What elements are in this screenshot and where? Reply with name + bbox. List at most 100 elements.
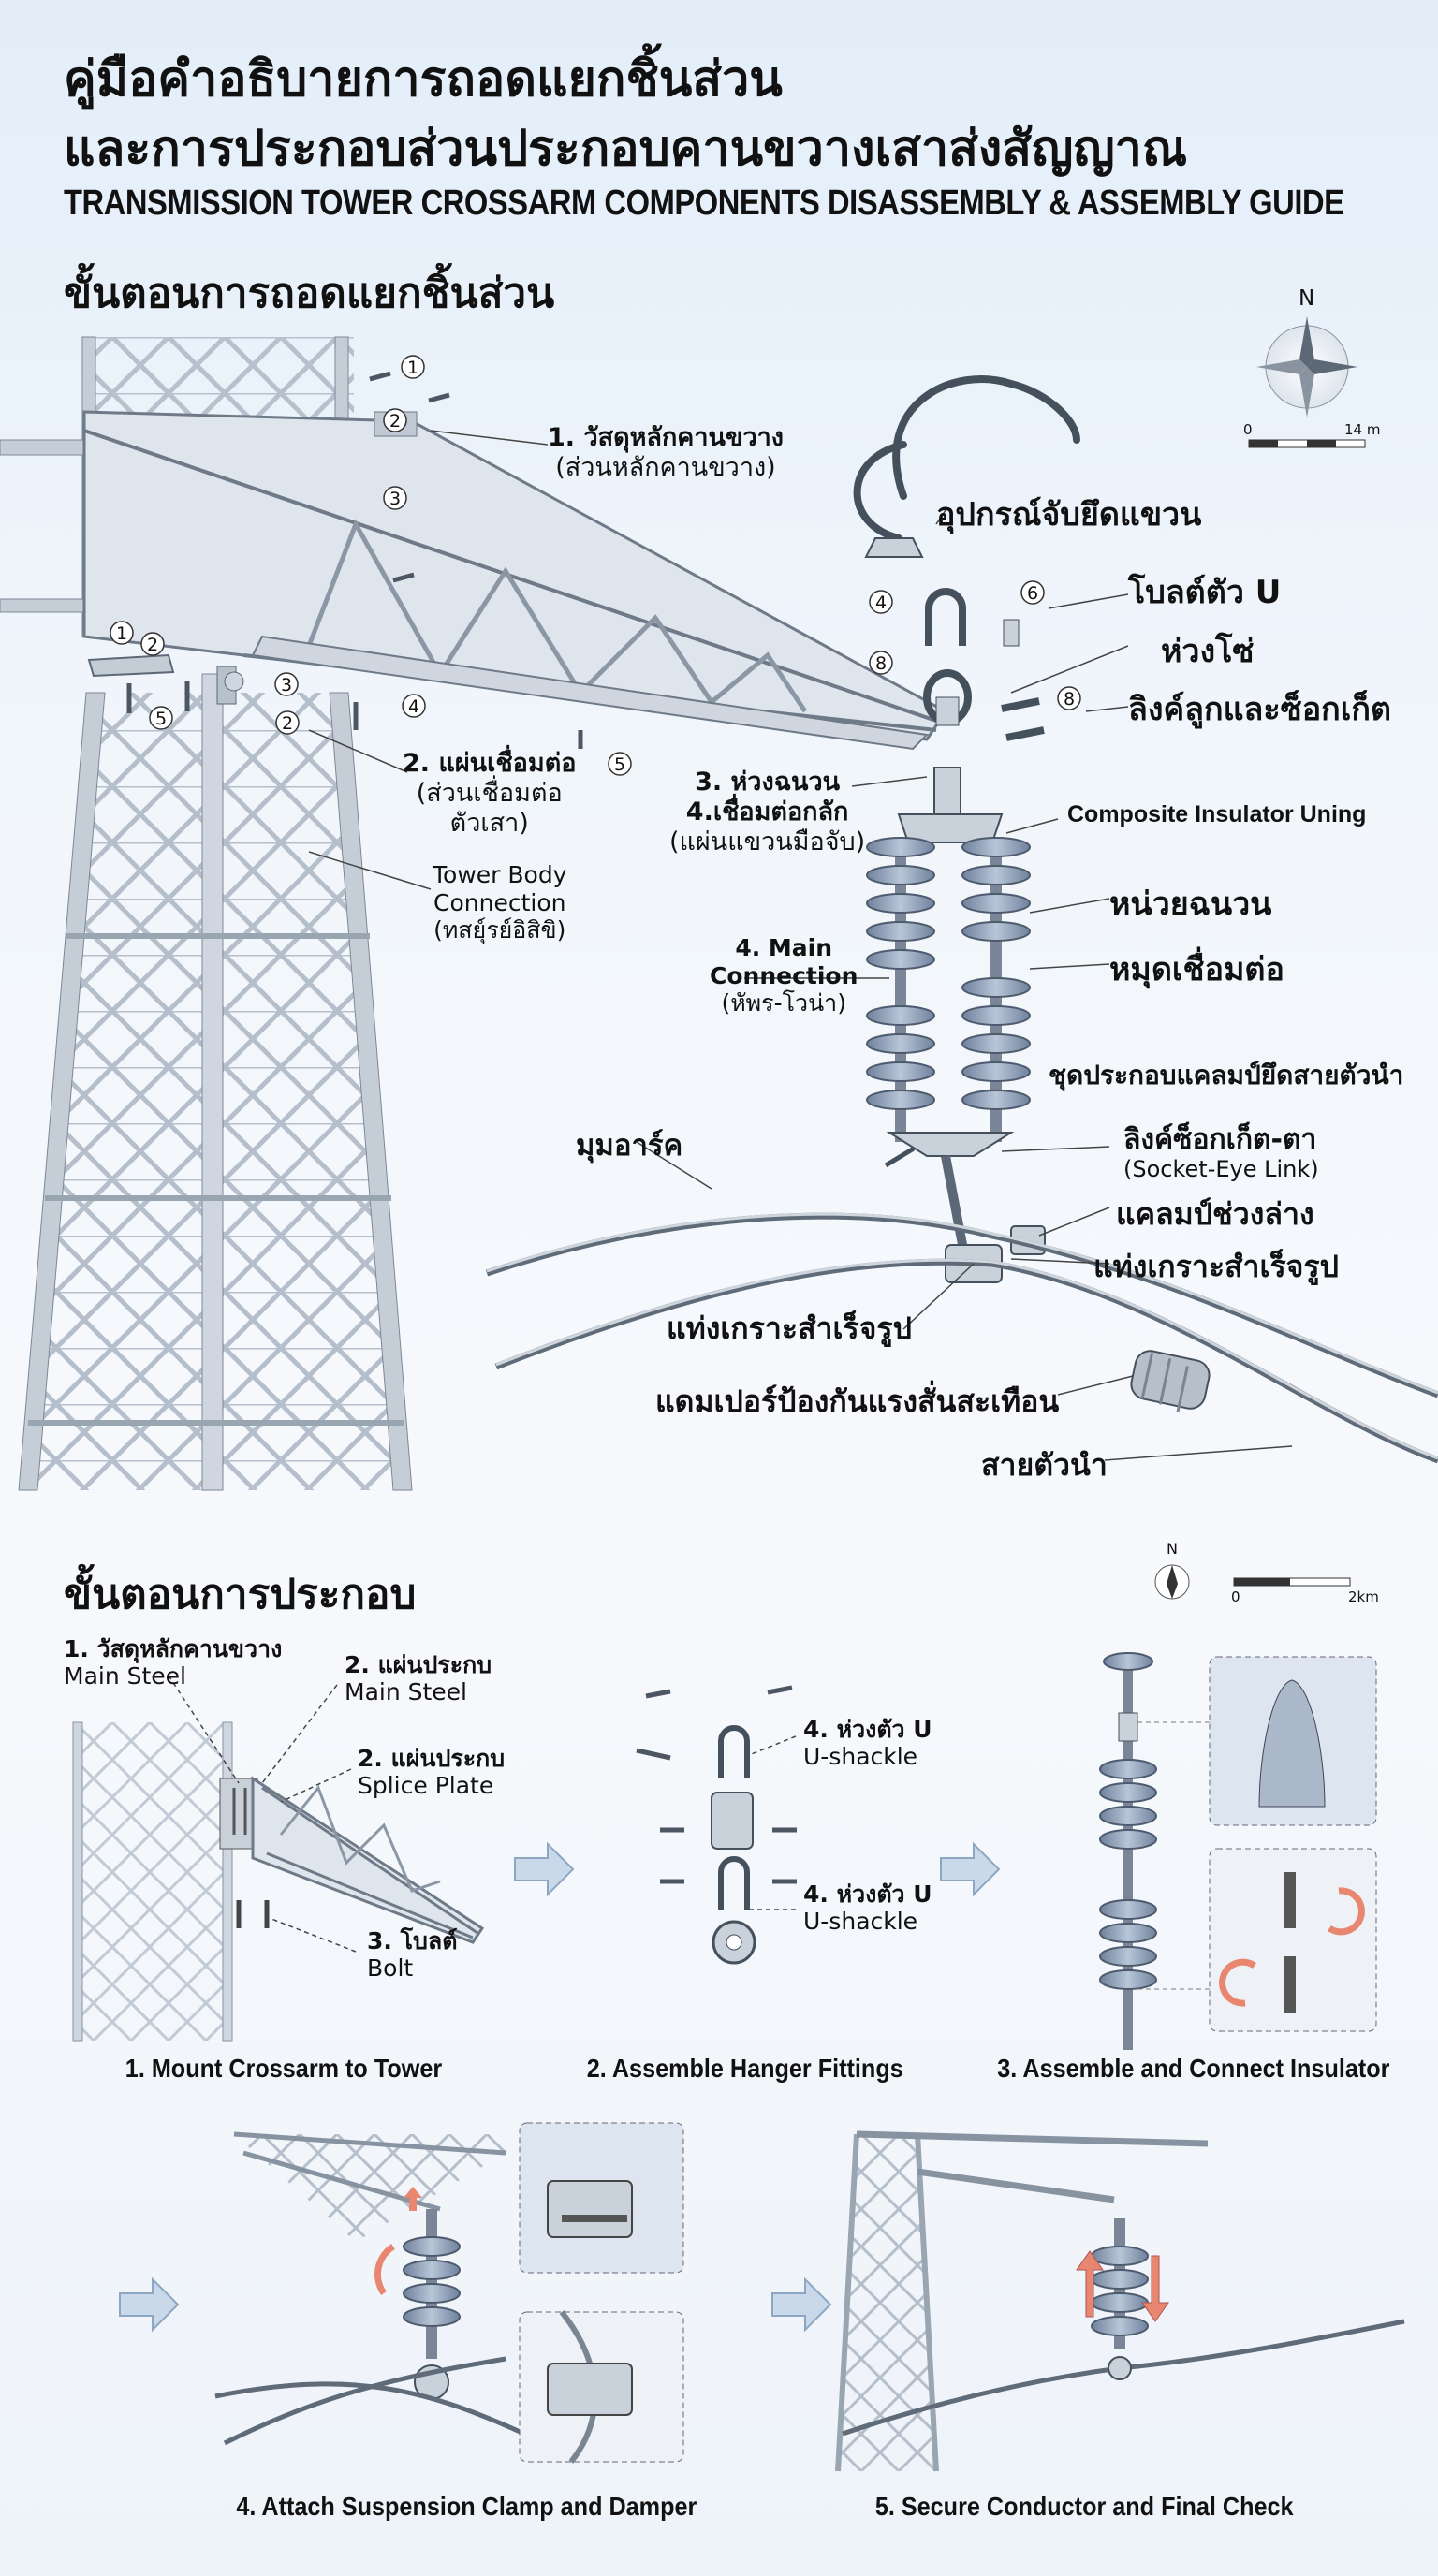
socket-eye-link xyxy=(941,1155,969,1255)
label-tower-body-1: Tower Body xyxy=(433,861,567,888)
label-damper: แดมเปอร์ป้องกันแรงสั่นสะเทือน xyxy=(655,1383,1060,1419)
step1-main-steel-en: Main Steel xyxy=(64,1661,187,1690)
step1-main-steel: 1. วัสดุหลักคานขวาง Main Steel xyxy=(64,1635,283,1690)
flow-arrows xyxy=(119,1841,1001,2333)
compass-n-label: N xyxy=(1299,286,1315,311)
caption-step4: 4. Attach Suspension Clamp and Damper xyxy=(236,2492,697,2521)
step2-ushackle-2: 4. ห่วงตัว U U-shackle xyxy=(803,1881,932,1936)
assembly-compass-n: N xyxy=(1167,1540,1178,1558)
step5-illustration xyxy=(835,2130,1405,2472)
u-bolt xyxy=(925,588,966,646)
step1-bolt-th: 3. โบลต์ xyxy=(367,1927,458,1954)
label-socket-eye-en: (Socket-Eye Link) xyxy=(1123,1156,1319,1183)
label-main-crossarm-text: 1. วัสดุหลักคานขวาง xyxy=(548,423,784,452)
label-preformed-rod-right: แท่งเกราะสำเร็จรูป xyxy=(1093,1249,1339,1284)
label-chain-link: ห่วงโซ่ xyxy=(1161,633,1255,670)
connection-plate xyxy=(87,371,583,749)
callout-4b: 4 xyxy=(875,593,887,613)
step1-main-steel-th: 1. วัสดุหลักคานขวาง xyxy=(64,1635,283,1662)
label-main-crossarm-sub: (ส่วนหลักคานขวาง) xyxy=(555,452,776,482)
step1-splice: 2. แผ่นประกบ Splice Plate xyxy=(358,1745,506,1800)
label-main-connection-1: 4. Main xyxy=(735,934,833,961)
label-ring-3: 3. ห่วงฉนวน xyxy=(695,768,841,797)
label-main-crossarm: 1. วัสดุหลักคานขวาง (ส่วนหลักคานขวาง) xyxy=(548,423,784,483)
callout-8: 8 xyxy=(875,653,887,674)
label-main-connection-2: Connection xyxy=(710,961,858,989)
vibration-damper xyxy=(1130,1350,1211,1412)
step3-illustration xyxy=(1099,1652,1377,2050)
label-socket-eye: ลิงค์ซ็อกเก็ต-ตา (Socket-Eye Link) xyxy=(1123,1123,1319,1183)
chain-shackle xyxy=(923,669,1045,741)
lower-yoke xyxy=(886,1132,1015,1157)
assembly-scale-start: 0 xyxy=(1231,1588,1240,1605)
step1-splice-th: 2. แผ่นประกบ xyxy=(358,1745,506,1772)
label-lower-clamp: แคลมป์ช่วงล่าง xyxy=(1116,1196,1314,1232)
step2-ushackle-2-en: U-shackle xyxy=(803,1907,918,1935)
label-connection-plate-sub1: (ส่วนเชื่อมต่อ xyxy=(416,778,563,808)
label-main-connection-3: (หัพร-โวน่า) xyxy=(721,989,846,1017)
callout-2: 2 xyxy=(389,411,401,432)
step1-bolt-en: Bolt xyxy=(367,1954,414,1982)
callout-1b: 1 xyxy=(116,623,127,644)
label-main-connection: 4. Main Connection (หัพร-โวน่า) xyxy=(710,934,858,1017)
callout-1: 1 xyxy=(407,358,418,378)
label-ball-socket: ลิงค์ลูกและซ็อกเก็ต xyxy=(1128,691,1391,728)
label-tower-body-2: Connection xyxy=(433,888,566,916)
step4-illustration xyxy=(214,2122,684,2464)
disassembly-callouts: 1 2 3 1 2 3 2 4 5 5 4 6 8 8 xyxy=(110,355,1081,776)
label-connection-plate-sub2: ตัวเสา) xyxy=(449,808,529,838)
step1-illustration xyxy=(72,1721,485,2042)
callout-3b: 3 xyxy=(281,675,292,695)
label-preformed-rod-left: แท่งเกราะสำเร็จรูป xyxy=(667,1310,912,1346)
title-english: TRANSMISSION TOWER CROSSARM COMPONENTS D… xyxy=(64,183,1344,223)
assembly-heading: ขั้นตอนการประกอบ xyxy=(64,1571,417,1618)
label-clamp-set: ชุดประกอบแคลมป์ยึดสายตัวนำ xyxy=(1049,1060,1404,1090)
label-insulator-unit: หน่วยฉนวน xyxy=(1109,886,1272,923)
label-connection-point: หมุดเชื่อมต่อ xyxy=(1109,951,1284,988)
compass-rose xyxy=(1256,316,1357,417)
label-connect-4-sub: (แผ่นแขวนมือจับ) xyxy=(669,827,866,856)
lower-crossarm-chord xyxy=(251,635,930,751)
yoke-plate xyxy=(897,767,1004,843)
step1-bolt: 3. โบลต์ Bolt xyxy=(367,1927,458,1983)
conductor-highlight xyxy=(486,1212,1438,1460)
label-connection-plate-text: 2. แผ่นเชื่อมต่อ xyxy=(403,749,577,778)
callout-8b: 8 xyxy=(1064,689,1075,710)
step2-ushackle-1-en: U-shackle xyxy=(803,1742,918,1770)
callout-4: 4 xyxy=(408,696,419,717)
step2-ushackle-1: 4. ห่วงตัว U U-shackle xyxy=(803,1716,932,1771)
step1-splice-en: Splice Plate xyxy=(358,1771,494,1799)
label-u-bolt: โบลต์ตัว U xyxy=(1128,574,1282,611)
step1-plate: 2. แผ่นประกบ Main Steel xyxy=(345,1651,492,1706)
caption-step1: 1. Mount Crossarm to Tower xyxy=(125,2054,443,2083)
insulator-string-left xyxy=(866,837,935,1142)
tower-body-lower xyxy=(18,673,413,1491)
step2-ushackle-1-th: 4. ห่วงตัว U xyxy=(803,1716,932,1743)
callout-6: 6 xyxy=(1027,583,1038,604)
assembly-leaders xyxy=(168,1675,797,1953)
label-conductor: สายตัวนำ xyxy=(981,1447,1108,1483)
label-tower-body: Tower Body Connection (ทสยุ์รย์อิสิขิ) xyxy=(433,861,566,944)
scale-end-label: 14 m xyxy=(1344,421,1381,438)
callout-2b: 2 xyxy=(147,635,158,655)
label-ring-connect: 3. ห่วงฉนวน 4.เชื่อมต่อกลัก (แผ่นแขวนมือ… xyxy=(669,768,865,857)
assembly-compass xyxy=(1154,1564,1351,1600)
callout-3: 3 xyxy=(389,489,401,509)
assembly-scale-end: 2km xyxy=(1348,1588,1379,1605)
label-composite-insulator: Composite Insulator Uning xyxy=(1067,801,1367,827)
u-bolt-nut xyxy=(1003,619,1020,647)
label-connection-plate: 2. แผ่นเชื่อมต่อ (ส่วนเชื่อมต่อ ตัวเสา) xyxy=(403,749,576,839)
hanger-hook xyxy=(853,375,1080,542)
label-tower-body-3: (ทสยุ์รย์อิสิขิ) xyxy=(433,916,566,944)
scale-start-label: 0 xyxy=(1243,421,1253,438)
step2-illustration xyxy=(636,1685,797,1965)
callout-5: 5 xyxy=(155,709,167,729)
hanger-clamp-body xyxy=(864,537,924,558)
caption-step5: 5. Secure Conductor and Final Check xyxy=(874,2492,1294,2521)
insulator-string-right xyxy=(961,837,1031,1142)
step2-ushackle-2-th: 4. ห่วงตัว U xyxy=(803,1881,932,1908)
step1-plate-th: 2. แผ่นประกบ xyxy=(345,1651,492,1678)
label-socket-eye-th: ลิงค์ซ็อกเก็ต-ตา xyxy=(1123,1123,1317,1156)
callout-5b: 5 xyxy=(614,754,625,775)
